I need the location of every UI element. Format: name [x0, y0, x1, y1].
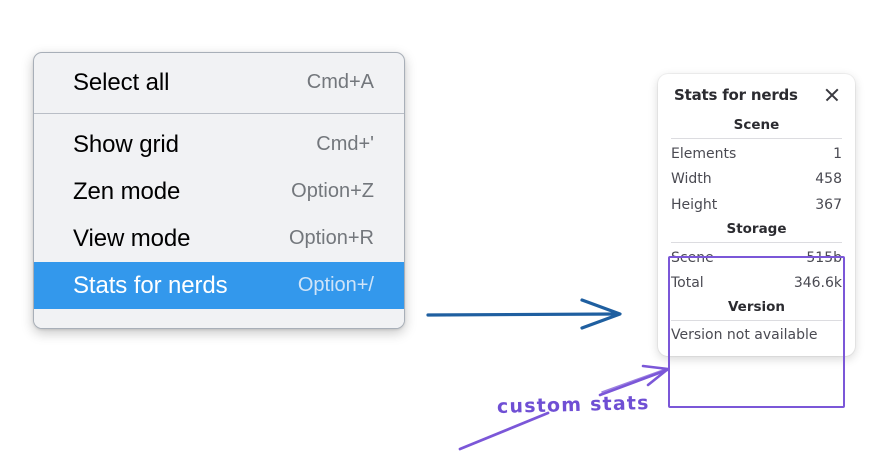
stat-value: 367: [815, 196, 842, 213]
menu-divider: [34, 113, 404, 114]
section-title-version: Version: [727, 299, 786, 316]
menu-item-select-all[interactable]: Select all Cmd+A: [34, 59, 404, 106]
stat-value: 515b: [806, 249, 842, 266]
context-menu-group-2: Show grid Cmd+' Zen mode Option+Z View m…: [34, 114, 404, 309]
stat-key: Elements: [671, 146, 737, 162]
menu-bottom-padding: [34, 309, 404, 328]
stat-key: Width: [671, 171, 712, 188]
section-rule: [671, 138, 842, 139]
stat-row-storage-total: Total 346.6k: [671, 271, 842, 296]
arrow-right-icon: [426, 298, 622, 330]
menu-item-stats-for-nerds[interactable]: Stats for nerds Option+/: [34, 262, 404, 309]
section-rule: [671, 241, 842, 243]
stats-panel-title: Stats for nerds: [674, 86, 798, 104]
stat-row-height: Height 367: [671, 193, 842, 218]
stat-row-elements: Elements 1: [671, 142, 842, 167]
stats-for-nerds-panel: Stats for nerds Scene Elements 1 Width 4…: [658, 74, 855, 408]
menu-item-label: Zen mode: [73, 177, 181, 205]
stat-key: Scene: [671, 249, 714, 266]
menu-item-view-mode[interactable]: View mode Option+R: [34, 215, 404, 262]
menu-item-label: View mode: [73, 224, 191, 252]
stat-key: Total: [671, 275, 704, 292]
stat-value: 458: [815, 171, 842, 188]
menu-item-label: Stats for nerds: [73, 271, 228, 299]
section-rule: [671, 320, 842, 322]
menu-item-label: Select all: [73, 68, 170, 96]
handwritten-note: custom stats: [496, 392, 650, 418]
arrow-up-right-icon: [598, 364, 670, 397]
stat-value: 346.6k: [793, 275, 842, 292]
context-menu[interactable]: Select all Cmd+A Show grid Cmd+' Zen mod…: [33, 52, 405, 329]
menu-item-shortcut: Option+/: [297, 274, 374, 296]
close-icon[interactable]: [823, 86, 841, 104]
section-title-storage: Storage: [726, 220, 787, 237]
menu-item-zen-mode[interactable]: Zen mode Option+Z: [34, 168, 404, 215]
menu-item-shortcut: Cmd+': [316, 133, 374, 155]
stat-value: 1: [833, 146, 842, 162]
section-title-scene: Scene: [733, 117, 780, 133]
menu-item-label: Show grid: [73, 130, 179, 158]
version-not-available-text: Version not available: [671, 327, 818, 344]
menu-item-shortcut: Option+Z: [291, 180, 374, 202]
stat-row-storage-scene: Scene 515b: [671, 246, 842, 271]
context-menu-group-1: Select all Cmd+A: [34, 53, 404, 113]
stats-panel-header: Stats for nerds: [658, 86, 855, 104]
underline-stroke-icon: [458, 411, 550, 451]
stat-key: Height: [671, 196, 718, 213]
stats-panel-body: Scene Elements 1 Width 458 Height 367 St…: [658, 114, 855, 344]
menu-item-shortcut: Cmd+A: [306, 71, 374, 93]
menu-item-show-grid[interactable]: Show grid Cmd+': [34, 121, 404, 168]
menu-item-shortcut: Option+R: [288, 227, 374, 249]
stat-row-width: Width 458: [671, 167, 842, 192]
